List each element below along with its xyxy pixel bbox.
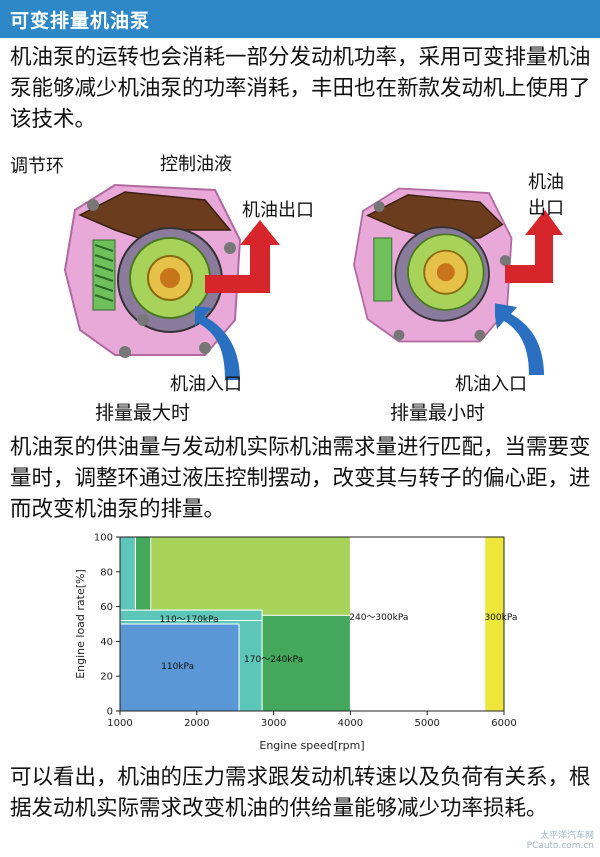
- x-tick-label-2: 3000: [261, 718, 286, 729]
- watermark: 太平洋汽车网 PCauto.com.cn: [527, 831, 594, 851]
- section-header: 可变排量机油泵: [0, 0, 600, 38]
- pump-illustration-max: [63, 183, 242, 358]
- label-oil-inlet-right: 机油入口: [455, 374, 527, 395]
- region-label-3: 110～170kPa: [160, 615, 219, 625]
- pressure-map-chart: 1000 2000 3000 4000 5000 6000 0 20 40 60 80 100Engi…: [74, 533, 518, 753]
- inlet-arrow-icon: [195, 306, 240, 380]
- chart-regions: [119, 536, 505, 712]
- region-1-rect-0: [484, 536, 505, 712]
- y-tick-label-3: 60: [100, 602, 113, 613]
- label-oil-outlet-right-2: 出口: [528, 198, 564, 219]
- y-tick-label-4: 80: [100, 567, 113, 578]
- outlet-arrow-icon: [205, 220, 280, 293]
- section-title: 可变排量机油泵: [10, 10, 151, 32]
- label-oil-inlet-left: 机油入口: [170, 374, 242, 395]
- x-tick-label-0: 1000: [107, 718, 132, 729]
- label-adjust-ring: 调节环: [10, 156, 64, 177]
- region-label-0: 240～300kPa: [349, 613, 408, 623]
- conclusion-paragraph: 可以看出，机油的压力需求跟发动机转速以及负荷有关系，根据发动机实际需求改变机油的…: [10, 765, 591, 821]
- chart-region-labels: 240～300kPa 300kPa 170～240kPa 110～170kPa 110k…: [160, 613, 518, 672]
- pump-illustration-min: [353, 187, 513, 343]
- y-tick-label-5: 100: [94, 533, 113, 544]
- label-oil-outlet-right-1: 机油: [528, 172, 564, 193]
- y-axis-label: Engine load rate[%]: [74, 569, 87, 679]
- outlet-arrow-icon-right: [505, 210, 563, 283]
- region-label-1: 300kPa: [484, 613, 517, 623]
- inlet-arrow-icon-right: [495, 303, 544, 375]
- watermark-line1: 太平洋汽车网: [539, 831, 594, 841]
- plot-frame: [119, 536, 505, 712]
- label-control-oil: 控制油液: [160, 154, 232, 175]
- x-axis-label: Engine speed[rpm]: [259, 739, 364, 752]
- watermark-line2: PCauto.com.cn: [526, 841, 594, 851]
- region-label-2: 170～240kPa: [244, 655, 303, 665]
- region-label-4: 110kPa: [161, 662, 194, 672]
- y-tick-label-2: 40: [100, 637, 113, 648]
- caption-max: 排量最大时: [95, 402, 191, 424]
- intro-paragraph: 机油泵的运转也会消耗一部分发动机功率，采用可变排量机油泵能够减少机油泵的功率消耗…: [10, 45, 591, 132]
- pump-diagram-max: [55, 170, 255, 370]
- label-oil-outlet-left: 机油出口: [242, 200, 314, 221]
- pump-diagram-min: [345, 165, 525, 365]
- region-4-rect-0: [119, 623, 240, 712]
- chart-axes: 1000 2000 3000 4000 5000 6000 0 20 40 60 80 100Engi…: [74, 533, 517, 753]
- y-tick-label-1: 20: [100, 672, 113, 683]
- x-tick-label-5: 6000: [491, 718, 516, 729]
- flow-arrows-max: [195, 220, 280, 380]
- caption-min: 排量最小时: [390, 402, 486, 424]
- x-tick-label-4: 5000: [414, 718, 439, 729]
- x-tick-label-3: 4000: [338, 718, 363, 729]
- y-tick-label-0: 0: [107, 707, 113, 718]
- flow-arrows-min: [495, 210, 563, 375]
- x-tick-label-1: 2000: [184, 718, 209, 729]
- explain-paragraph: 机油泵的供油量与发动机实际机油需求量进行匹配，当需要变量时，调整环通过液压控制摆…: [10, 435, 591, 522]
